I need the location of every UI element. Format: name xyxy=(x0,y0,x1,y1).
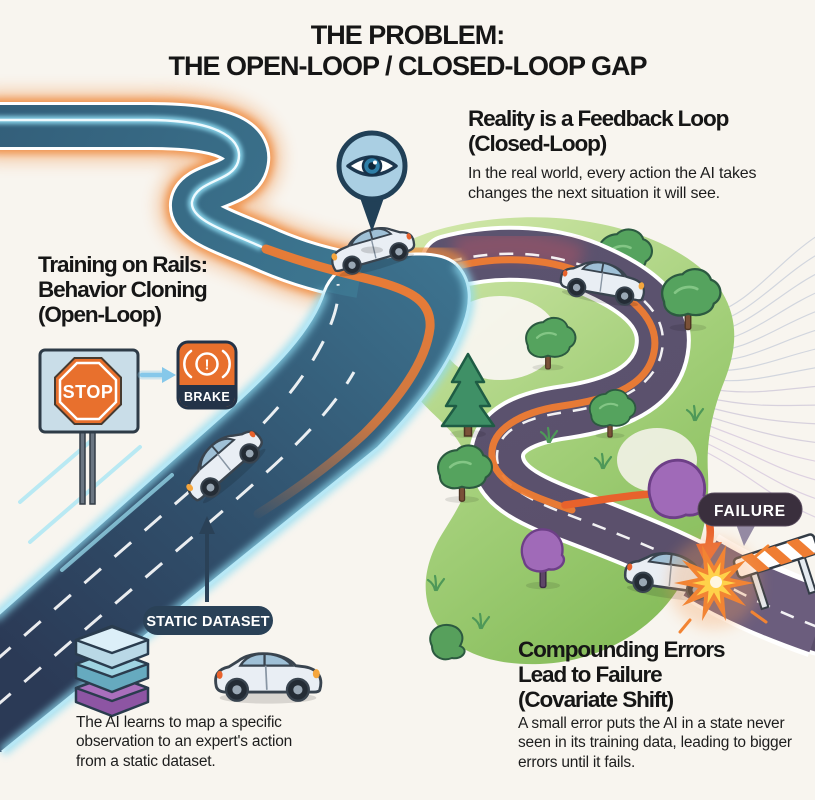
page-title: THE PROBLEM: THE OPEN-LOOP / CLOSED-LOOP… xyxy=(0,20,815,83)
failure-caption: A small error puts the AI in a state nev… xyxy=(518,715,792,771)
failure-heading: Compounding Errors Lead to Failure (Cova… xyxy=(518,637,726,713)
closed-loop-heading: Reality is a Feedback Loop (Closed-Loop) xyxy=(468,106,729,157)
stop-sign-label: STOP xyxy=(63,382,114,402)
static-dataset-badge: STATIC DATASET xyxy=(143,516,273,635)
title-line2: THE OPEN-LOOP / CLOSED-LOOP GAP xyxy=(168,51,647,82)
title-line1: THE PROBLEM: xyxy=(310,20,506,50)
open-loop-caption: The AI learns to map a specific observat… xyxy=(76,714,293,770)
brake-glyph-mark: ! xyxy=(205,357,210,374)
open-loop-road xyxy=(0,88,475,756)
closed-loop-caption: In the real world, every action the AI t… xyxy=(468,165,757,202)
eye-icon xyxy=(336,130,408,254)
stop-sign-icon: STOP xyxy=(38,348,140,505)
failure-badge-label: FAILURE xyxy=(714,503,786,520)
open-loop-heading: Training on Rails: Behavior Cloning (Ope… xyxy=(38,252,208,328)
purple-blob-tree xyxy=(647,458,709,520)
database-stack-icon xyxy=(74,624,150,718)
trees-and-grass xyxy=(426,267,722,661)
brake-label: BRAKE xyxy=(184,390,230,404)
mapping-arrow-icon xyxy=(137,367,176,383)
car-icon xyxy=(214,652,323,706)
crash-explosion-icon xyxy=(668,537,770,634)
brake-warning-icon: ! BRAKE xyxy=(176,340,238,410)
static-dataset-label: STATIC DATASET xyxy=(146,614,269,630)
failure-badge: FAILURE xyxy=(697,492,803,546)
